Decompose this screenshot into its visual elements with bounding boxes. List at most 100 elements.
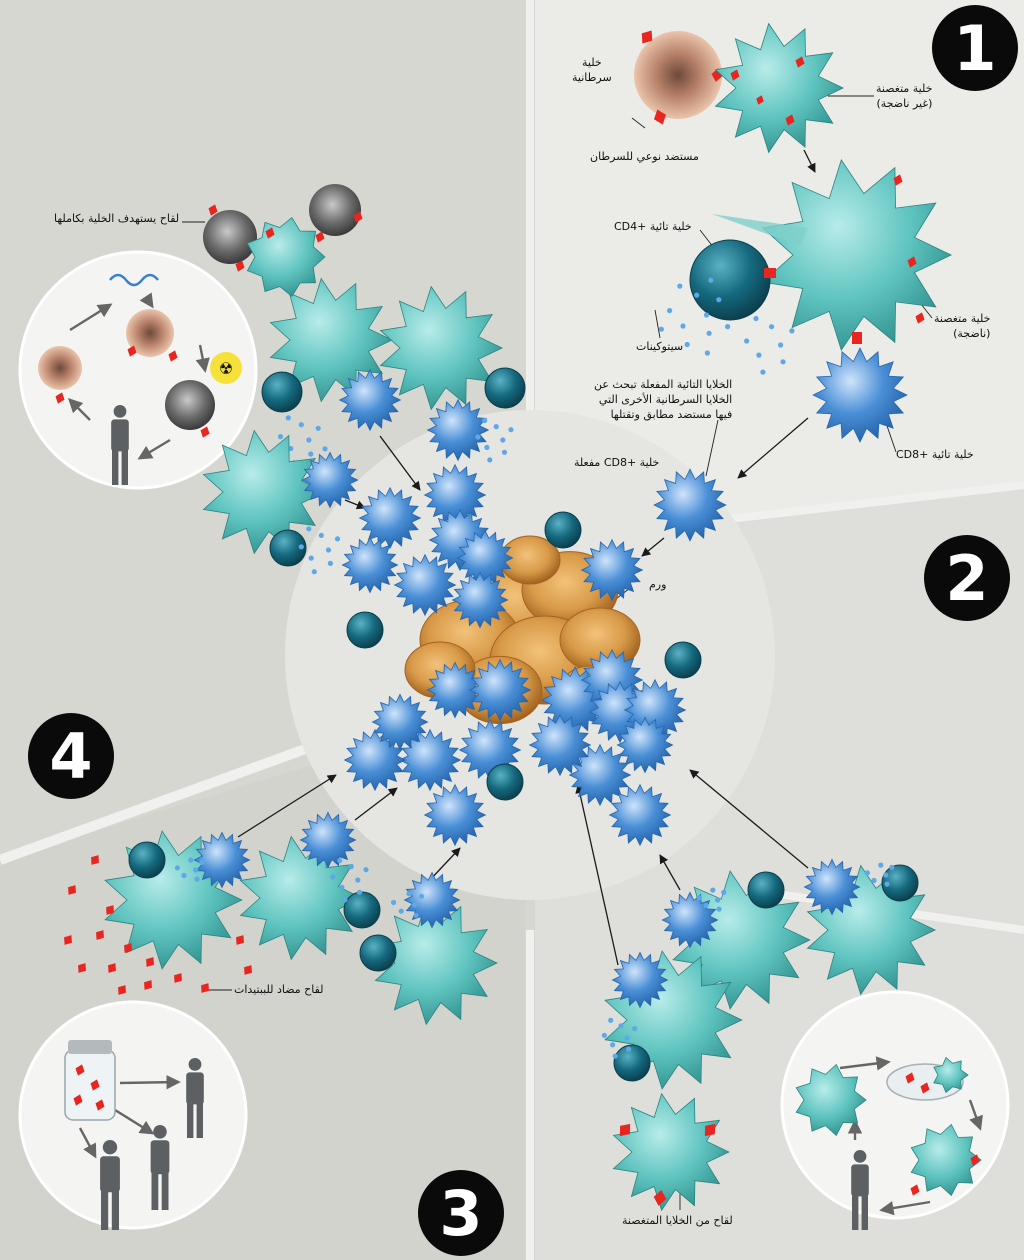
cd4-t-cell — [484, 367, 526, 409]
arrow — [78, 1127, 97, 1159]
cd8-t-cell — [426, 661, 484, 719]
cytokine-dot — [306, 437, 312, 443]
label-cytokines: سيتوكينات — [636, 340, 684, 353]
cytokine-dot — [769, 324, 775, 330]
antigen-marker — [893, 174, 903, 186]
cytokine-dot — [413, 912, 419, 918]
arrow — [237, 774, 337, 838]
antigen-marker — [106, 905, 114, 915]
step-badge-4: 4 — [28, 713, 114, 799]
cd8-t-cell — [568, 743, 632, 807]
cytokine-dot — [721, 889, 727, 896]
antigen-marker — [315, 231, 325, 243]
antigen-marker — [907, 256, 917, 268]
person-icon — [111, 405, 129, 485]
irradiated-cancer-cell — [165, 380, 215, 430]
arrow — [737, 417, 809, 479]
cd8-t-cell — [580, 538, 644, 602]
cytokine-dot — [756, 352, 762, 358]
dendritic-cell — [714, 22, 845, 154]
antigen-marker — [90, 1079, 100, 1091]
label-dendritic-cell-vaccine: لقاح من الخلايا المتغصنة — [622, 1214, 733, 1227]
cytokine-dot — [618, 1023, 624, 1029]
cytokine-dot — [174, 865, 180, 871]
cytokine-dot — [308, 555, 314, 561]
label-cancer-antigen: مستضد نوعي للسرطان — [590, 150, 699, 163]
cd4-t-cell — [128, 841, 166, 879]
arrow — [344, 499, 366, 510]
antigen-marker — [201, 983, 209, 993]
antigen-marker — [920, 1082, 930, 1094]
cytokine-dot — [487, 457, 493, 463]
cytokine-dot — [391, 899, 397, 906]
cytokine-dot — [677, 283, 683, 289]
cytokine-dot — [500, 437, 506, 443]
label-whole-cell-vaccine: لقاح يستهدف الخلية بكاملها — [54, 212, 180, 225]
cd8-t-cell — [661, 891, 719, 949]
cytokine-dot — [696, 895, 703, 901]
cytokine-dot — [704, 350, 711, 356]
cd8-t-cell — [451, 571, 509, 629]
cytokine-dot — [778, 342, 784, 348]
cytokine-dot — [716, 906, 722, 912]
cd8-t-cell — [423, 783, 487, 847]
cytokine-dot — [285, 415, 291, 421]
cd4-t-cell — [359, 934, 397, 972]
cytokine-dot — [199, 859, 205, 866]
arrow — [119, 1074, 181, 1090]
cytokine-dot — [411, 902, 418, 908]
cd8-t-cell — [341, 536, 399, 594]
antigen-marker — [95, 1099, 105, 1111]
antigen-marker — [619, 1123, 631, 1137]
dendritic-cell — [612, 1092, 730, 1212]
antigen-marker — [91, 855, 99, 865]
cytokine-dot — [406, 891, 412, 897]
antigen-marker — [118, 985, 126, 995]
cytokine-dot — [789, 328, 795, 334]
cd8-t-cell — [423, 463, 487, 527]
arrow — [195, 344, 210, 373]
antigen-marker — [208, 204, 218, 216]
rna-strand — [109, 273, 159, 287]
cytokine-dot — [193, 867, 199, 873]
cytokine-dot — [306, 526, 312, 532]
cytokine-dot — [624, 1035, 630, 1041]
arrow — [879, 1200, 931, 1216]
cytokine-dot — [501, 449, 508, 455]
label-mature-dendritic-cell: خلية متغصنة (ناضجة) — [934, 312, 991, 340]
label-tumor: ورم — [649, 578, 667, 591]
cd8-t-cell — [403, 871, 461, 929]
antigen-marker — [795, 56, 805, 68]
radiation-icon — [210, 352, 242, 384]
dendritic-cell — [246, 216, 326, 298]
cytokine-dot — [694, 292, 700, 298]
cytokine-dot — [658, 326, 665, 332]
cytokine-dot — [680, 323, 686, 329]
cytokine-dot — [684, 341, 690, 348]
cytokine-dot — [288, 445, 294, 452]
arrow — [803, 149, 816, 173]
cytokine-dot — [334, 536, 341, 542]
cytokine-dot — [871, 877, 877, 884]
antigen-marker — [244, 965, 252, 975]
dendritic-cell — [933, 1056, 969, 1094]
person-icon — [851, 1150, 869, 1230]
cytokine-dot — [710, 887, 716, 893]
cytokine-dot — [398, 908, 404, 914]
arrow — [354, 787, 398, 821]
arrow — [689, 769, 809, 869]
arrow — [839, 1056, 891, 1071]
antigen-marker — [146, 957, 154, 967]
antigen-marker — [235, 260, 245, 272]
cytokine-dot — [277, 434, 284, 440]
antigen-marker — [910, 1184, 920, 1196]
dendritic-cell — [795, 1063, 867, 1137]
arrow — [968, 1099, 983, 1131]
cd8-t-cell — [426, 398, 490, 462]
antigen-marker — [73, 1094, 83, 1106]
antigen-marker — [96, 930, 104, 940]
cd8-t-cell — [528, 713, 592, 777]
cytokine-dot — [337, 857, 343, 864]
cytokine-dot — [322, 446, 328, 452]
